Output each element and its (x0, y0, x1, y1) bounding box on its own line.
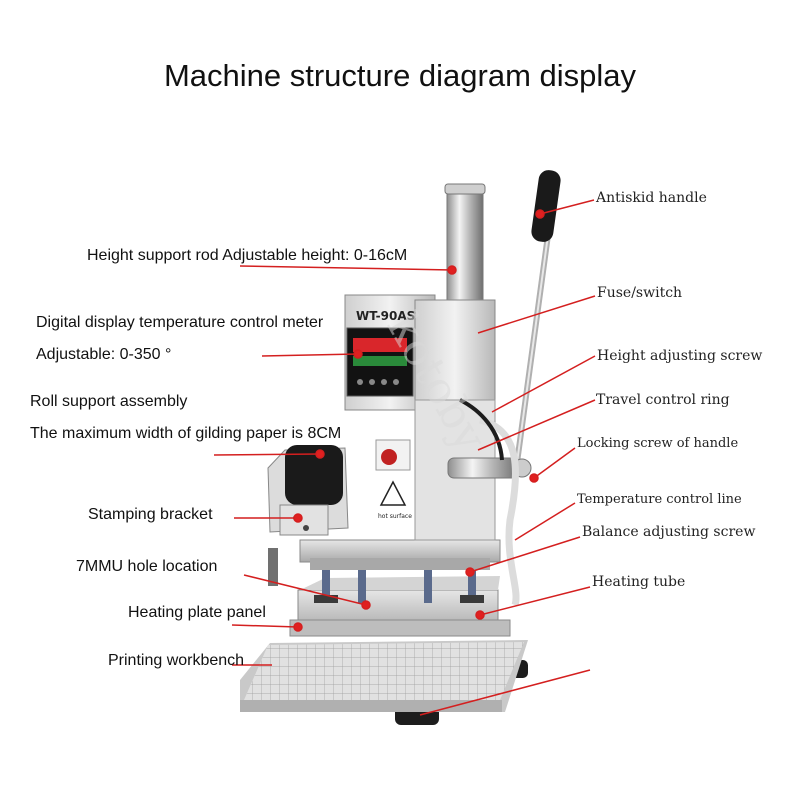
label-roll-support: Roll support assembly (30, 393, 188, 410)
label-travel-ring: Travel control ring (596, 392, 730, 408)
stamping-bracket (279, 504, 329, 536)
label-stamping-bracket: Stamping bracket (88, 506, 213, 523)
label-heating-plate: Heating plate panel (128, 604, 266, 621)
hot-surface-icon (379, 480, 407, 506)
label-fuse-switch: Fuse/switch (597, 285, 683, 301)
label-hole-location: 7MMU hole location (76, 558, 218, 575)
leader-lines (213, 265, 457, 666)
label-height-support-rod: Height support rod Adjustable height: 0-… (87, 247, 408, 264)
label-temperature-range: Adjustable: 0-350 ° (36, 346, 172, 363)
label-balance-screw: Balance adjusting screw (582, 524, 756, 540)
hot-surface-label: hot surface (378, 513, 412, 520)
model-name: WT-90AS (356, 309, 415, 323)
label-locking-screw: Locking screw of handle (577, 436, 739, 451)
travel-control-ring (447, 457, 519, 479)
label-temperature-meter: Digital display temperature control mete… (36, 314, 324, 331)
label-temp-line: Temperature control line (577, 492, 742, 507)
temperature-cable (478, 416, 520, 607)
label-heating-tube: Heating tube (592, 574, 686, 590)
diagram-title: Machine structure diagram display (163, 58, 637, 93)
label-height-screw: Height adjusting screw (597, 348, 763, 364)
label-antiskid-handle: Antiskid handle (596, 190, 707, 206)
label-workbench: Printing workbench (108, 652, 245, 669)
label-paper-width: The maximum width of gilding paper is 8C… (30, 425, 342, 442)
leader-lines (419, 199, 596, 716)
antiskid-grip (531, 170, 561, 242)
